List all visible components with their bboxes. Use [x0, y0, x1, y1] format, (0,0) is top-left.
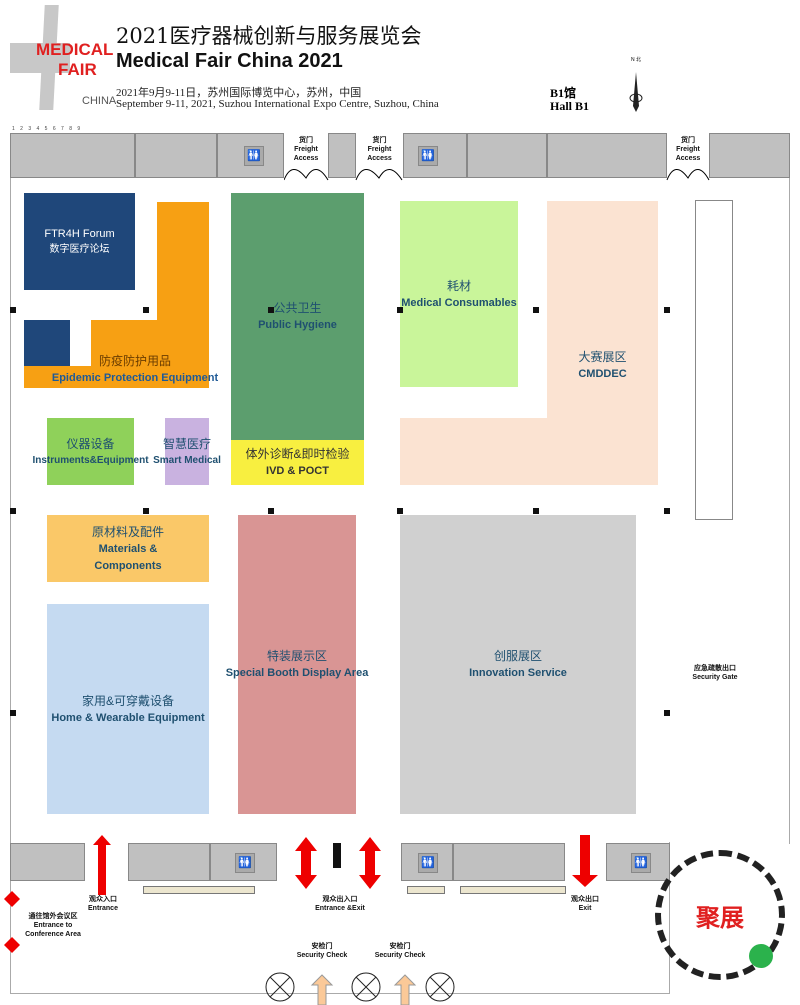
title-cn: 2021医疗器械创新与服务展览会: [116, 24, 422, 48]
restroom-icon: 🚻: [235, 853, 255, 873]
mini-program-icon: [749, 944, 773, 968]
restroom-icon: 🚻: [418, 853, 438, 873]
date-cn: 2021年9月9-11日，苏州国际博览中心，苏州，中国: [116, 87, 362, 99]
door-swings: [284, 169, 710, 181]
restroom-icon: 🚻: [631, 853, 651, 873]
title-en: Medical Fair China 2021: [116, 50, 343, 72]
restroom-icon: 🚻: [244, 146, 264, 166]
north-compass-icon: N 北: [626, 56, 646, 112]
hall-en: Hall B1: [550, 99, 590, 113]
qr-code[interactable]: 聚展: [655, 850, 785, 980]
logo: MEDICAL FAIR CHINA: [10, 5, 116, 110]
restroom-icon: 🚻: [418, 146, 438, 166]
date-en: September 9-11, 2021, Suzhou Internation…: [116, 98, 439, 110]
entry-arrows: [4, 835, 598, 1005]
grid-ruler: 1 2 3 4 5 6 7 8 9: [12, 126, 83, 132]
hall-cn: B1馆: [550, 86, 577, 100]
